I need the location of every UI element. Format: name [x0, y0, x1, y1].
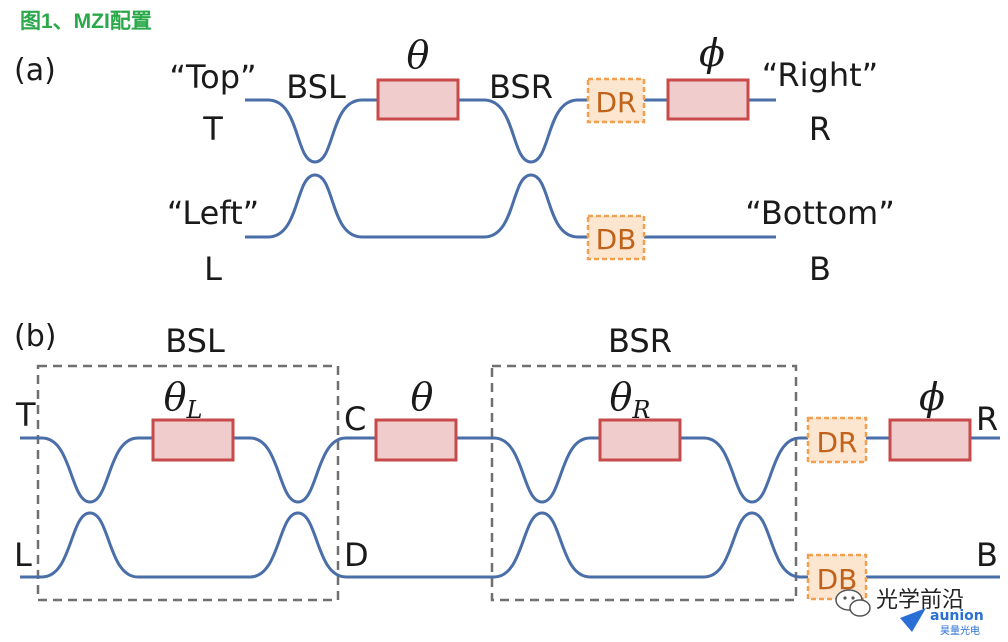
- panel-b-bottom-waveguide: [20, 511, 1000, 579]
- panel-a-port-bottom-quote: “Bottom”: [745, 194, 895, 232]
- panel-b-bs-left-label: BSL: [165, 322, 225, 360]
- watermark: 光学前沿 aunion 昊量光电: [835, 588, 984, 637]
- panel-b-bs-right-label: BSR: [608, 322, 672, 360]
- panel-a-bottom-waveguide: [245, 173, 776, 239]
- panel-b-theta-r-label: θR: [610, 375, 651, 424]
- panel-a-theta-phase-shifter: [376, 78, 460, 121]
- watermark-text: 光学前沿: [876, 588, 964, 613]
- panel-a-port-right: R: [809, 110, 831, 148]
- panel-b-phi-label: ϕ: [919, 375, 945, 419]
- panel-b-phi-phase-shifter: [888, 418, 972, 462]
- panel-b-theta-phase-shifter: [374, 418, 458, 462]
- panel-b-theta-label: θ: [411, 375, 434, 419]
- figure-title: 图1、MZI配置: [20, 10, 152, 33]
- panel-b-detector-right-box: [806, 416, 868, 464]
- panel-b-theta-r-phase-shifter: [598, 418, 682, 462]
- panel-a-theta-label: θ: [407, 33, 430, 77]
- panel-b-port-left: L: [14, 536, 32, 574]
- panel-a-detector-right-label: DR: [595, 86, 636, 119]
- panel-b-bs-left-box: [36, 364, 340, 602]
- wechat-icon: [835, 589, 871, 617]
- panel-b-port-top: T: [15, 396, 36, 434]
- panel-a-port-bottom: B: [809, 250, 831, 288]
- panel-a-detector-bottom-box: [586, 214, 646, 261]
- panel-a-phi-label: ϕ: [699, 31, 725, 75]
- panel-a-bs-right-label: BSR: [489, 68, 553, 106]
- panel-a-phi-phase-shifter: [666, 78, 750, 121]
- panel-a-detector-right-box: [586, 77, 646, 124]
- panel-b-port-c: C: [344, 400, 366, 438]
- watermark-brand: aunion: [930, 608, 984, 624]
- panel-a-port-left: L: [204, 250, 222, 288]
- panel-a-port-left-quote: “Left”: [167, 194, 259, 232]
- panel-b-detector-right-label: DR: [816, 426, 857, 459]
- aunion-logo-icon: [900, 608, 926, 632]
- panel-b-port-right: R: [976, 400, 998, 438]
- panel-a-waveguides: [245, 98, 776, 239]
- panel-a-detector-bottom-label: DB: [596, 223, 637, 256]
- panel-a-port-top-quote: “Top”: [169, 58, 256, 96]
- watermark-brand-sub: 昊量光电: [940, 624, 980, 637]
- panel-b-theta-l-label: θL: [164, 375, 203, 424]
- panel-b-tag: (b): [14, 319, 56, 354]
- panel-a-tag: (a): [14, 53, 56, 88]
- panel-a-bs-left-label: BSL: [286, 68, 346, 106]
- panel-b-bs-right-box: [490, 364, 798, 602]
- panel-a-port-right-quote: “Right”: [762, 56, 878, 94]
- panel-b-theta-l-phase-shifter: [151, 418, 235, 462]
- panel-b-port-d: D: [344, 536, 369, 574]
- panel-a-port-top: T: [202, 110, 223, 148]
- panel-b-port-bottom: B: [976, 536, 998, 574]
